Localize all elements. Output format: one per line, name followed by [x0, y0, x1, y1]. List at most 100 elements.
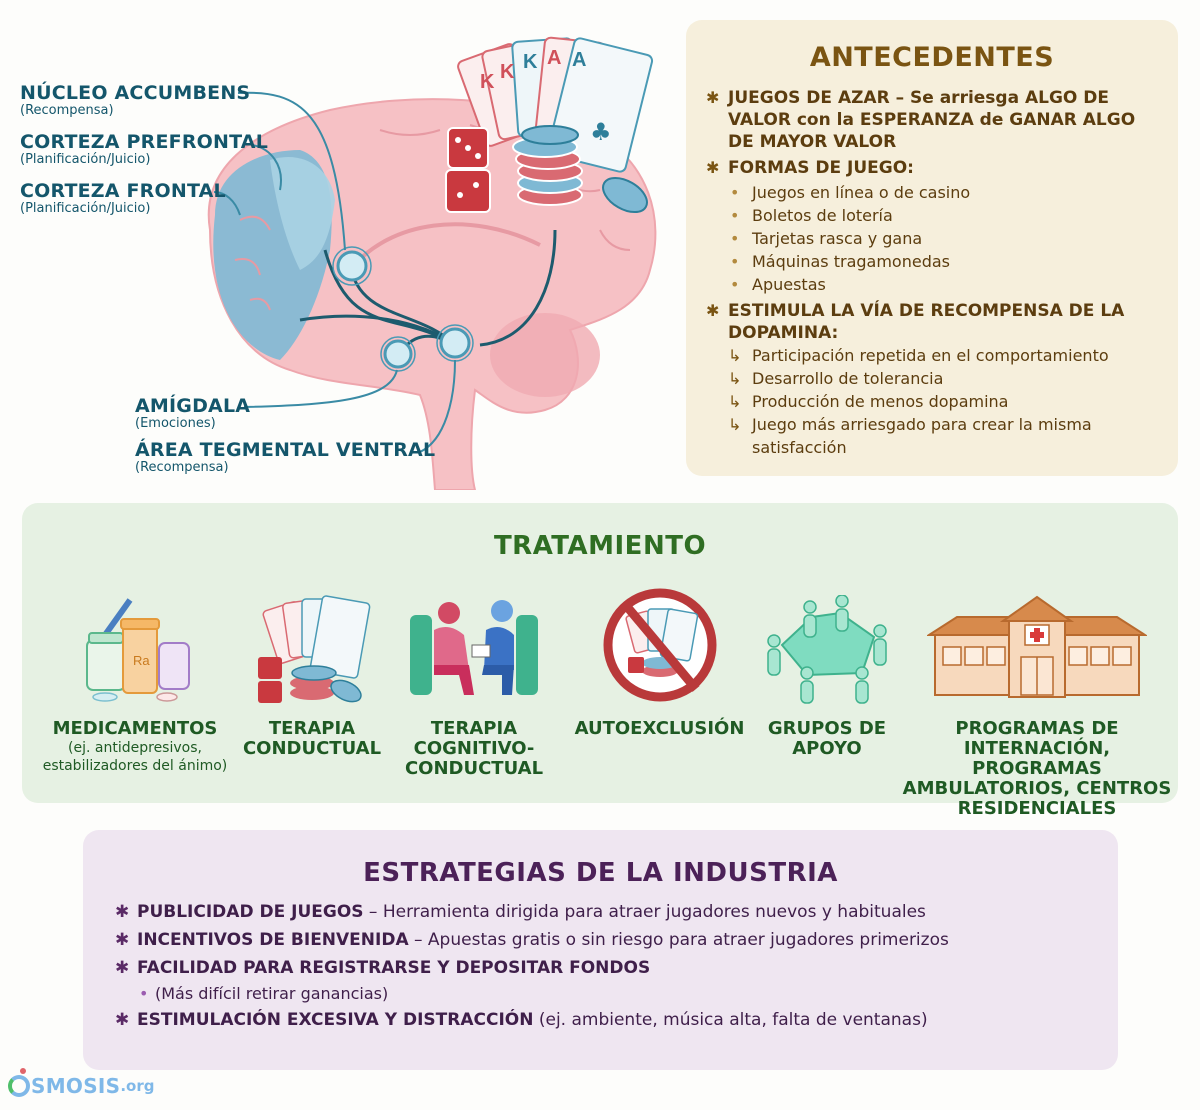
label-title: CORTEZA FRONTAL — [20, 180, 226, 202]
bullet-icon: • — [139, 984, 149, 1003]
list-item-text: Producción de menos dopamina — [752, 392, 1009, 411]
treatment-terapia-conductual: TERAPIA CONDUCTUAL — [232, 595, 392, 759]
asterisk-icon: ✱ — [706, 158, 720, 177]
return-arrow-icon: ↳ — [728, 369, 742, 388]
tratamiento-panel: TRATAMIENTO Ra MEDICAMENTOS (ej. antidep… — [22, 503, 1178, 819]
item-text: – Herramienta dirigida para atraer jugad… — [363, 902, 926, 922]
antecedentes-item-dopamina: ✱ ESTIMULA LA VÍA DE RECOMPENSA DE LA DO… — [706, 300, 1154, 459]
asterisk-icon: ✱ — [706, 88, 720, 107]
item-heading: INCENTIVOS DE BIENVENIDA — [137, 930, 409, 950]
osmosis-logo: SMOSIS .org — [8, 1074, 155, 1098]
dopamina-effects-list: ↳ Participación repetida en el comportami… — [728, 344, 1154, 459]
medication-icon: Ra — [30, 595, 240, 705]
bullet-icon: • — [730, 275, 740, 294]
list-item: • Tarjetas rasca y gana — [728, 227, 1154, 250]
svg-text:K: K — [480, 71, 495, 93]
treatment-medicamentos: Ra MEDICAMENTOS (ej. antidepresivos, est… — [30, 595, 240, 775]
list-item: • Apuestas — [728, 273, 1154, 296]
asterisk-icon: ✱ — [115, 958, 130, 978]
item-text: (ej. ambiente, música alta, falta de ven… — [533, 1010, 928, 1030]
treatment-label: PROGRAMAS DE INTERNACIÓN, PROGRAMAS AMBU… — [902, 718, 1172, 819]
label-title: NÚCLEO ACCUMBENS — [20, 82, 251, 104]
brain-illustration-icon: K K K A A ♣ — [207, 36, 657, 490]
item-text: ESTIMULA LA VÍA DE RECOMPENSA DE LA DOPA… — [728, 301, 1125, 343]
logo-suffix: .org — [120, 1077, 155, 1095]
label-area-tegmental-ventral: ÁREA TEGMENTAL VENTRAL (Recompensa) — [135, 439, 436, 475]
label-amigdala: AMÍGDALA (Emociones) — [135, 395, 251, 431]
list-item-text: Desarrollo de tolerancia — [752, 369, 944, 388]
treatment-label: TERAPIA COGNITIVO-CONDUCTUAL — [404, 718, 544, 779]
label-corteza-frontal: CORTEZA FRONTAL (Planificación/Juicio) — [20, 180, 226, 216]
list-item: ↳ Participación repetida en el comportami… — [728, 344, 1154, 367]
label-title: CORTEZA PREFRONTAL — [20, 131, 269, 153]
list-item-text: Juego más arriesgado para crear la misma… — [752, 415, 1092, 457]
list-item: • Máquinas tragamonedas — [728, 250, 1154, 273]
asterisk-icon: ✱ — [706, 301, 720, 320]
treatment-label: TERAPIA CONDUCTUAL — [242, 718, 382, 759]
list-item: •Boletos de lotería — [728, 204, 1154, 227]
logo-text: SMOSIS — [31, 1074, 121, 1098]
treatment-programas: PROGRAMAS DE INTERNACIÓN, PROGRAMAS AMBU… — [902, 595, 1172, 819]
label-subtitle: (Emociones) — [135, 415, 216, 431]
label-subtitle: (Recompensa) — [135, 459, 229, 475]
estrategia-estimulacion: ✱ ESTIMULACIÓN EXCESIVA Y DISTRACCIÓN (e… — [115, 1006, 1118, 1034]
list-item-text: Tarjetas rasca y gana — [752, 229, 923, 248]
item-heading: ESTIMULACIÓN EXCESIVA Y DISTRACCIÓN — [137, 1010, 534, 1030]
hospital-icon — [902, 595, 1172, 705]
asterisk-icon: ✱ — [115, 902, 130, 922]
item-text: FORMAS DE JUEGO: — [728, 158, 914, 178]
bullet-icon: • — [730, 229, 740, 248]
treatment-sublabel: (ej. antidepresivos, estabilizadores del… — [42, 740, 228, 774]
antecedentes-panel: ANTECEDENTES ✱ JUEGOS DE AZAR – Se arrie… — [686, 20, 1178, 476]
return-arrow-icon: ↳ — [728, 415, 742, 434]
label-title: AMÍGDALA — [135, 395, 251, 417]
cards-chips-icon — [232, 595, 392, 705]
treatment-label: MEDICAMENTOS — [52, 718, 218, 739]
list-item: ↳Producción de menos dopamina — [728, 390, 1154, 413]
asterisk-icon: ✱ — [115, 1010, 130, 1030]
treatment-terapia-cognitivo-conductual: TERAPIA COGNITIVO-CONDUCTUAL — [394, 595, 554, 779]
treatment-label: AUTOEXCLUSIÓN — [574, 718, 745, 739]
antecedentes-item-juegos-de-azar: ✱ JUEGOS DE AZAR – Se arriesga ALGO DE V… — [706, 87, 1154, 153]
list-item-text: Juegos en línea o de casino — [752, 183, 971, 202]
svg-text:Ra: Ra — [133, 653, 150, 668]
bullet-icon: • — [730, 183, 740, 202]
antecedentes-title: ANTECEDENTES — [809, 42, 1055, 73]
estrategias-title: ESTRATEGIAS DE LA INDUSTRIA — [363, 858, 838, 888]
tratamiento-title: TRATAMIENTO — [493, 531, 707, 561]
list-item-text: Participación repetida en el comportamie… — [752, 346, 1109, 365]
treatment-autoexclusion: AUTOEXCLUSIÓN — [567, 588, 752, 739]
estrategia-publicidad: ✱ PUBLICIDAD DE JUEGOS – Herramienta dir… — [115, 898, 1118, 926]
bullet-icon: • — [730, 252, 740, 271]
list-item-text: Máquinas tragamonedas — [752, 252, 950, 271]
svg-text:A: A — [572, 49, 586, 71]
estrategia-facilidad-sub: • (Más difícil retirar ganancias) — [115, 982, 1118, 1006]
logo-o-icon — [8, 1075, 30, 1097]
item-subtext: (Más difícil retirar ganancias) — [155, 984, 389, 1003]
list-item-text: Apuestas — [752, 275, 826, 294]
label-title: ÁREA TEGMENTAL VENTRAL — [135, 439, 436, 461]
formas-de-juego-list: • Juegos en línea o de casino •Boletos de… — [728, 181, 1154, 296]
bullet-icon: • — [730, 206, 740, 225]
list-item: • Juegos en línea o de casino — [728, 181, 1154, 204]
support-group-icon — [762, 595, 892, 705]
item-heading: FACILIDAD PARA REGISTRARSE Y DEPOSITAR F… — [137, 958, 651, 978]
svg-text:♣: ♣ — [590, 118, 612, 146]
brain-diagram: K K K A A ♣ NÚCLEO ACCUMBENS (Recompensa… — [0, 0, 680, 490]
return-arrow-icon: ↳ — [728, 346, 742, 365]
label-nucleo-accumbens: NÚCLEO ACCUMBENS (Recompensa) — [20, 82, 251, 118]
svg-text:K: K — [523, 51, 538, 73]
estrategia-incentivos: ✱ INCENTIVOS DE BIENVENIDA – Apuestas gr… — [115, 926, 1118, 954]
estrategia-facilidad: ✱ FACILIDAD PARA REGISTRARSE Y DEPOSITAR… — [115, 954, 1118, 982]
list-item: ↳ Juego más arriesgado para crear la mism… — [728, 413, 1154, 459]
asterisk-icon: ✱ — [115, 930, 130, 950]
label-subtitle: (Planificación/Juicio) — [20, 200, 151, 216]
estrategias-panel: ESTRATEGIAS DE LA INDUSTRIA ✱ PUBLICIDAD… — [83, 830, 1118, 1070]
antecedentes-item-formas-de-juego: ✱ FORMAS DE JUEGO: • Juegos en línea o de… — [706, 157, 1154, 296]
item-text: – Apuestas gratis o sin riesgo para atra… — [408, 930, 949, 950]
logo-dot-icon — [20, 1068, 26, 1074]
therapy-session-icon — [394, 595, 554, 705]
label-subtitle: (Recompensa) — [20, 102, 114, 118]
label-subtitle: (Planificación/Juicio) — [20, 151, 151, 167]
no-gambling-icon — [567, 588, 752, 705]
